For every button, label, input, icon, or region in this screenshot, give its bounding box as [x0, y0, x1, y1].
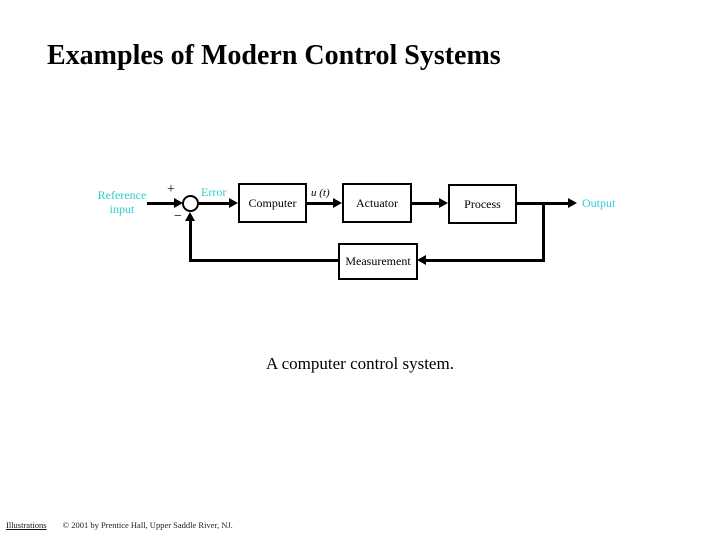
connector-line: [412, 202, 440, 205]
block-process-label: Process: [464, 196, 501, 211]
arrowhead-right-icon: [229, 198, 238, 208]
label-reference-line2: input: [109, 202, 135, 216]
block-actuator-label: Actuator: [356, 195, 398, 210]
summing-junction: [182, 195, 199, 212]
page-title: Examples of Modern Control Systems: [47, 40, 501, 71]
label-reference-input: Reference input: [93, 188, 151, 216]
arrowhead-right-icon: [333, 198, 342, 208]
plus-sign: +: [167, 182, 175, 197]
arrowhead-left-icon: [417, 255, 426, 265]
block-process: Process: [448, 184, 517, 224]
arrowhead-right-icon: [174, 198, 183, 208]
block-computer-label: Computer: [248, 195, 297, 210]
footer-illustrations-link[interactable]: Illustrations: [6, 520, 47, 530]
arrowhead-up-icon: [185, 212, 195, 221]
connector-line: [147, 202, 176, 205]
label-signal-ut: u (t): [311, 187, 330, 199]
label-output: Output: [582, 196, 616, 210]
arrowhead-right-icon: [439, 198, 448, 208]
arrowhead-right-icon: [568, 198, 577, 208]
block-actuator: Actuator: [342, 183, 412, 223]
connector-line: [199, 202, 230, 205]
figure-caption: A computer control system.: [266, 354, 454, 373]
footer-copyright: © 2001 by Prentice Hall, Upper Saddle Ri…: [62, 520, 233, 530]
connector-line: [190, 259, 338, 262]
minus-sign: −: [174, 209, 182, 224]
block-computer: Computer: [238, 183, 307, 223]
connector-line: [542, 203, 545, 262]
label-error: Error: [201, 185, 227, 199]
connector-line: [307, 202, 334, 205]
connector-line: [189, 219, 192, 262]
footer: Illustrations © 2001 by Prentice Hall, U…: [6, 520, 233, 530]
block-measurement-label: Measurement: [345, 254, 411, 268]
label-reference-line1: Reference: [97, 188, 147, 202]
block-measurement: Measurement: [338, 243, 418, 280]
connector-line: [426, 259, 545, 262]
